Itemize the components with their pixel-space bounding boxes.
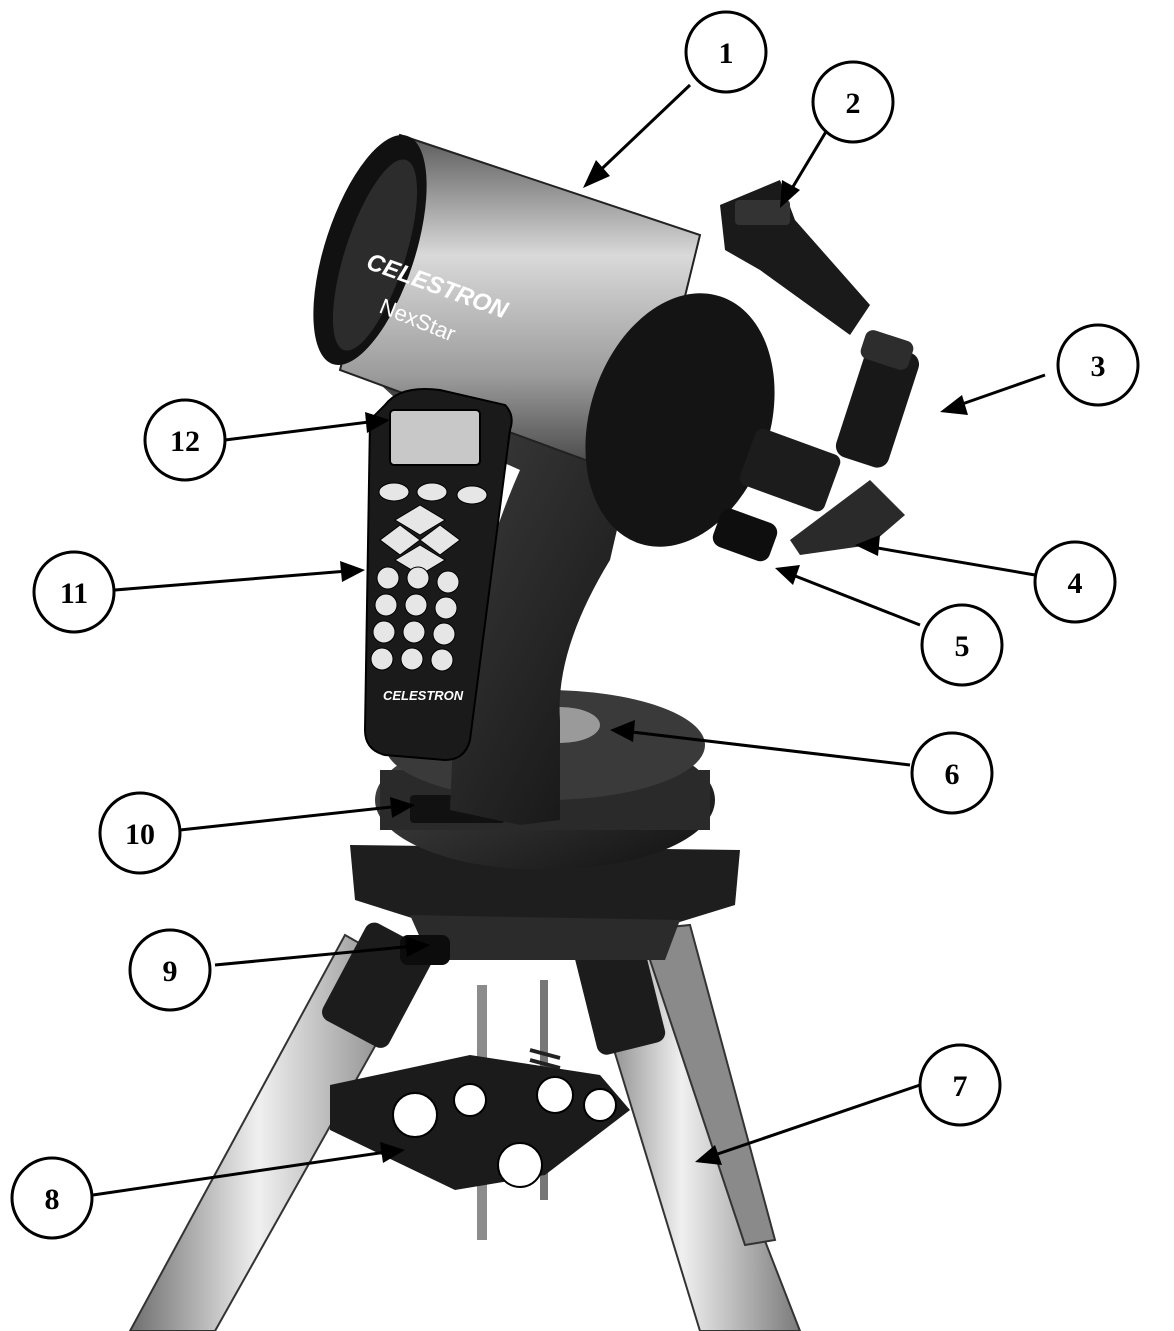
callout-11: 11 (32, 550, 116, 634)
handset-keypad (370, 482, 488, 672)
star-diagonal (739, 428, 905, 555)
arrowhead-3 (940, 395, 968, 415)
arrowhead-2 (780, 180, 800, 208)
focus-knob (712, 508, 778, 562)
leader-9 (214, 943, 426, 967)
callout-3: 3 (1056, 323, 1140, 407)
svg-text:10: 10 (125, 818, 155, 851)
svg-text:8: 8 (45, 1183, 60, 1216)
arrowhead-1 (583, 160, 610, 188)
leg-clamp-right (574, 935, 666, 1055)
eyepiece (835, 330, 920, 468)
callout-1: 1 (684, 10, 768, 94)
leader-4 (859, 543, 1036, 577)
callout-6: 6 (910, 731, 994, 815)
arrowhead-5 (775, 565, 800, 585)
arrowhead-7 (695, 1145, 722, 1165)
svg-text:7: 7 (953, 1070, 968, 1103)
callout-4: 4 (1033, 540, 1117, 624)
leader-7 (699, 1083, 921, 1162)
callout-5: 5 (920, 603, 1004, 687)
callout-8: 8 (10, 1156, 94, 1240)
star-pointer-finder (720, 180, 870, 335)
handset-logo: CELESTRON (383, 688, 464, 703)
svg-text:6: 6 (945, 758, 960, 791)
arrowhead-6 (610, 720, 635, 742)
svg-text:4: 4 (1068, 567, 1083, 600)
callout-2: 2 (811, 60, 895, 144)
callout-7: 7 (918, 1043, 1002, 1127)
arrowhead-12 (365, 412, 390, 433)
hand-controller: CELESTRON (363, 388, 513, 762)
leader-10 (179, 803, 411, 832)
leader-1 (588, 83, 692, 182)
svg-text:2: 2 (846, 87, 861, 120)
svg-text:12: 12 (170, 425, 200, 458)
callout-12: 12 (143, 398, 227, 482)
leader-11 (114, 568, 361, 592)
arrowhead-10 (390, 797, 415, 818)
leader-lines (92, 83, 1046, 1197)
callouts: 1 2 3 4 5 6 7 8 (10, 10, 1140, 1240)
svg-text:1: 1 (719, 37, 734, 70)
leader-8 (92, 1148, 401, 1197)
svg-text:9: 9 (163, 955, 178, 988)
leader-6 (614, 728, 911, 767)
arrowhead-11 (340, 561, 365, 582)
callout-9: 9 (128, 928, 212, 1012)
svg-text:11: 11 (60, 577, 88, 610)
arrowhead-4 (855, 535, 880, 556)
tripod (128, 922, 802, 1331)
handset-display (389, 409, 481, 466)
callout-10: 10 (98, 791, 182, 875)
arrowhead-8 (380, 1142, 405, 1163)
leader-5 (779, 568, 921, 627)
svg-text:5: 5 (955, 630, 970, 663)
svg-text:3: 3 (1091, 350, 1106, 383)
rear-cell (585, 293, 775, 547)
leader-12 (224, 418, 386, 442)
accessory-tray (330, 1055, 630, 1190)
arrowhead-9 (405, 936, 430, 957)
